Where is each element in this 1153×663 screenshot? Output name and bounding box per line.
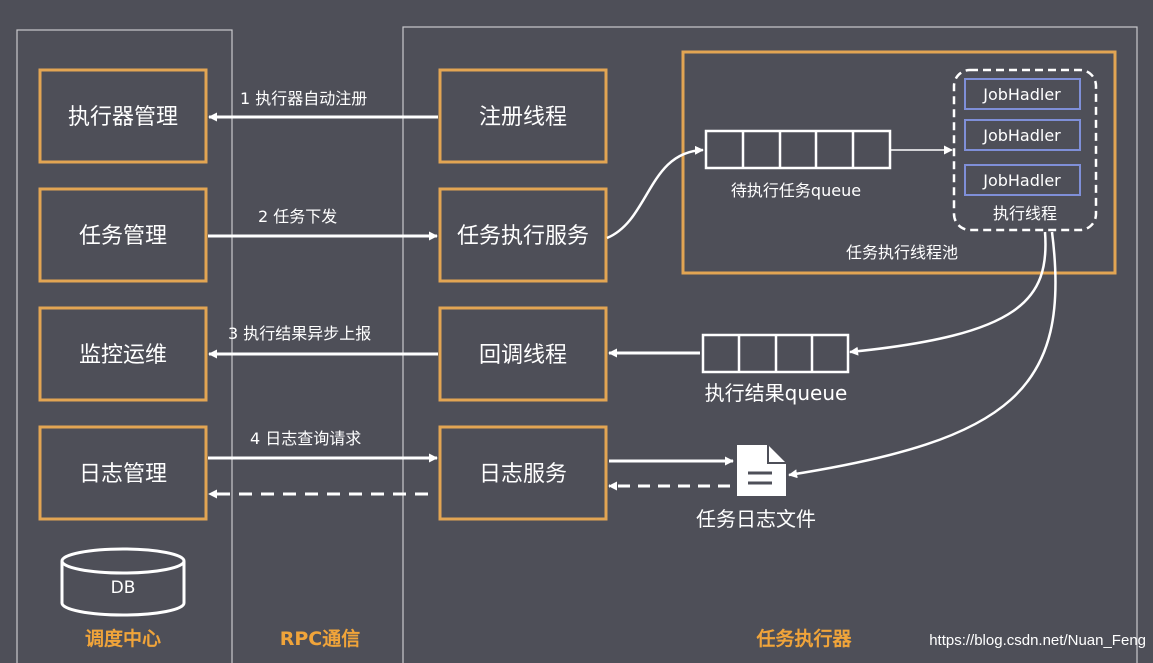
box-register-thread-label: 注册线程: [479, 105, 567, 130]
arrow-4-log-query: 4 日志查询请求: [208, 429, 438, 463]
box-executor-management: 执行器管理: [38, 68, 208, 164]
db-cylinder-icon: DB: [60, 547, 186, 617]
jobhandler-2: JobHadler: [964, 119, 1081, 151]
executor-thread-label: 执行线程: [993, 204, 1057, 223]
db-label: DB: [111, 578, 136, 598]
arrow-1-label: 1 执行器自动注册: [240, 89, 367, 108]
jobhandler-2-label: JobHadler: [982, 126, 1061, 145]
jobhandler-3: JobHadler: [964, 164, 1081, 196]
arrow-2-label: 2 任务下发: [258, 207, 337, 226]
arrow-3-label: 3 执行结果异步上报: [228, 324, 371, 343]
pending-queue-label: 待执行任务queue: [731, 181, 861, 200]
result-queue: [701, 333, 850, 374]
result-queue-label: 执行结果queue: [705, 381, 848, 405]
box-log-management-label: 日志管理: [79, 462, 167, 487]
thread-pool-box: [681, 50, 1117, 275]
jobhandler-1: JobHadler: [964, 78, 1081, 110]
task-executor-panel: [402, 26, 1138, 663]
jobhandler-3-label: JobHadler: [982, 171, 1061, 190]
box-callback-thread-label: 回调线程: [479, 343, 567, 368]
rpc-title: RPC通信: [280, 627, 361, 650]
arrow-executor-to-log-file: [788, 231, 1057, 479]
box-callback-thread: 回调线程: [438, 306, 608, 402]
box-monitoring-ops-label: 监控运维: [79, 343, 167, 368]
scheduler-center-title: 调度中心: [85, 627, 161, 650]
arrow-3-result-report: 3 执行结果异步上报: [208, 324, 438, 359]
box-log-service-label: 日志服务: [479, 462, 567, 487]
arrow-service-to-queue: [606, 145, 704, 240]
box-executor-management-label: 执行器管理: [68, 105, 178, 130]
box-log-management: 日志管理: [38, 425, 208, 521]
log-file-label: 任务日志文件: [696, 507, 816, 531]
arrow-4-label: 4 日志查询请求: [250, 429, 361, 448]
box-log-service: 日志服务: [438, 425, 608, 521]
task-executor-title: 任务执行器: [755, 627, 852, 650]
thread-pool-label: 任务执行线程池: [846, 243, 958, 262]
arrow-2-dispatch: 2 任务下发: [208, 207, 438, 241]
watermark: https://blog.csdn.net/Nuan_Feng: [929, 632, 1146, 649]
box-task-execution-service-label: 任务执行服务: [457, 224, 589, 249]
jobhandler-1-label: JobHadler: [982, 85, 1061, 104]
box-task-management-label: 任务管理: [79, 224, 167, 249]
log-file-icon: [737, 445, 786, 496]
box-task-execution-service: 任务执行服务: [438, 187, 608, 283]
scheduler-center-panel: [16, 29, 233, 663]
executor-thread-group: [952, 68, 1098, 232]
box-monitoring-ops: 监控运维: [38, 306, 208, 402]
box-task-management: 任务管理: [38, 187, 208, 283]
box-register-thread: 注册线程: [438, 68, 608, 164]
pending-task-queue: [704, 129, 892, 170]
arrow-executor-to-result-queue: [849, 231, 1047, 356]
arrow-1-register: 1 执行器自动注册: [208, 89, 438, 122]
